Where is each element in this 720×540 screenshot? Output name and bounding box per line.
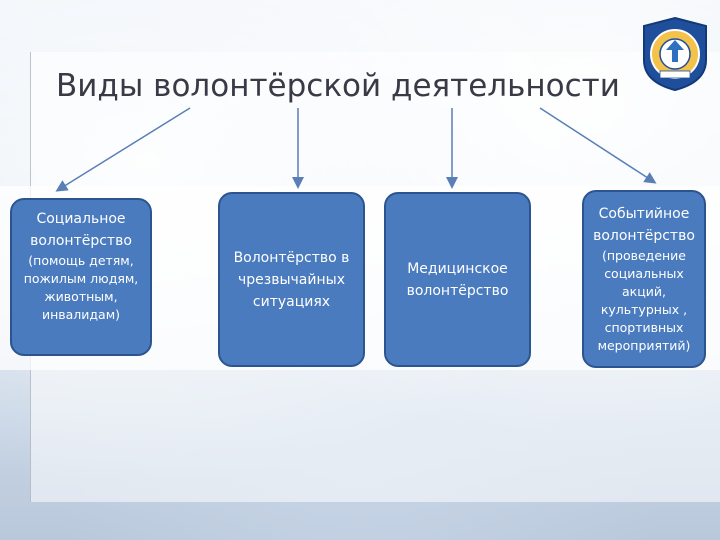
box-social-details: (помощь детям, пожилым людям, животным, … bbox=[23, 253, 139, 322]
box-event-title: Событийное волонтёрство bbox=[593, 206, 695, 244]
box-emergency-volunteering: Волонтёрство в чрезвычайных ситуациях bbox=[218, 192, 365, 367]
page-title: Виды волонтёрской деятельности bbox=[56, 68, 620, 104]
box-social-title: Социальное волонтёрство bbox=[30, 211, 132, 249]
box-medical-volunteering: Медицинское волонтёрство bbox=[384, 192, 531, 367]
volunteer-emblem-icon bbox=[643, 16, 707, 92]
box-social-volunteering: Социальное волонтёрство (помощь детям, п… bbox=[10, 198, 152, 356]
box-event-details: (проведение социальных акций, культурных… bbox=[597, 248, 691, 353]
box-event-volunteering: Событийное волонтёрство (проведение соци… bbox=[582, 190, 706, 368]
arrow-to-social bbox=[55, 107, 191, 192]
box-medical-title: Медицинское волонтёрство bbox=[406, 260, 509, 299]
arrow-to-event bbox=[539, 107, 657, 184]
box-emergency-title: Волонтёрство в чрезвычайных ситуациях bbox=[233, 249, 350, 310]
